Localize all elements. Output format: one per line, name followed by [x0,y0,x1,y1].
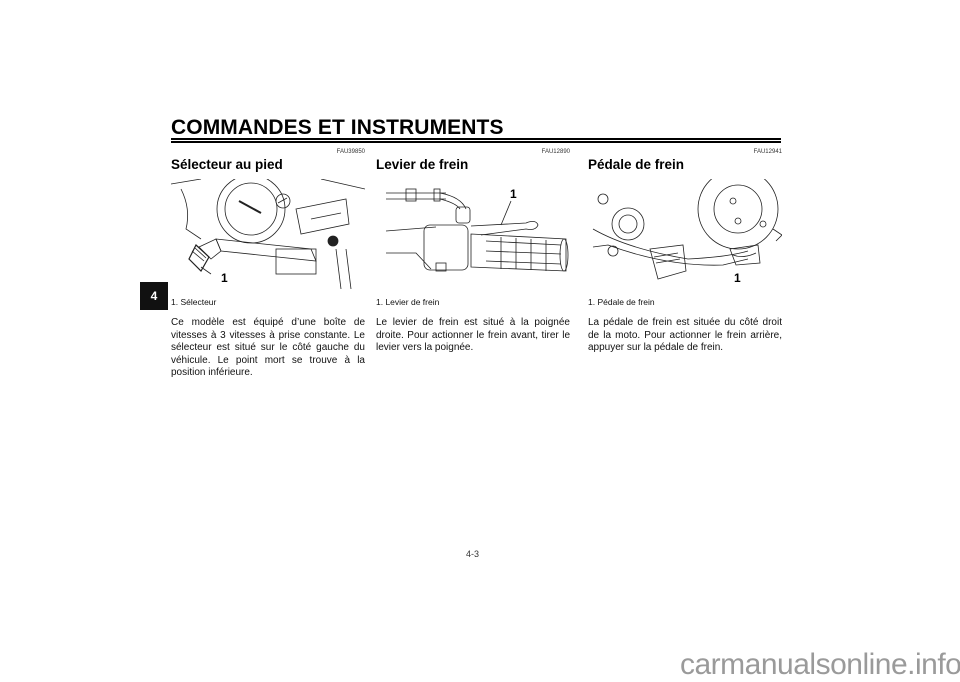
section-heading: Levier de frein [376,157,469,172]
body-text: La pédale de frein est située du côté dr… [588,317,782,353]
section-heading: Pédale de frein [588,157,685,172]
figure-caption: 1. Levier de frein [376,297,440,307]
reference-code: FAU39850 [336,149,365,155]
callout-number: 1 [510,187,517,201]
brake-lever-figure: 1 [376,179,570,289]
section-brake-lever: FAU12890 Levier de frein 1 1. Levier de … [376,148,570,355]
shift-pedal-figure: 1 [171,179,365,289]
header-rule [171,138,781,140]
shift-pedal-illustration-icon [171,179,365,289]
reference-code: FAU12941 [753,149,782,155]
section-title: COMMANDES ET INSTRUMENTS [171,116,504,139]
callout-number: 1 [734,271,741,285]
brake-lever-illustration-icon [385,188,569,272]
header-rule-secondary [171,141,781,143]
reference-code: FAU12890 [541,149,570,155]
watermark: carmanualsonline.info [680,648,960,681]
brake-pedal-figure: 1 [588,179,782,289]
brake-pedal-illustration-icon [592,179,782,280]
body-text: Le levier de frein est situé à la poigné… [376,317,570,353]
figure-caption: 1. Sélecteur [171,297,217,307]
callout-number: 1 [221,271,228,285]
chapter-tab: 4 [140,282,168,310]
body-text: Ce modèle est équipé d’une boîte de vite… [171,317,365,378]
figure-caption: 1. Pédale de frein [588,297,655,307]
page-number: 4-3 [466,549,480,559]
section-brake-pedal: FAU12941 Pédale de frein 1 1. Pédale de … [588,148,782,355]
section-heading: Sélecteur au pied [171,157,283,172]
section-shift-pedal: FAU39850 Sélecteur au pied 1 1. Sélecteu… [171,148,365,380]
